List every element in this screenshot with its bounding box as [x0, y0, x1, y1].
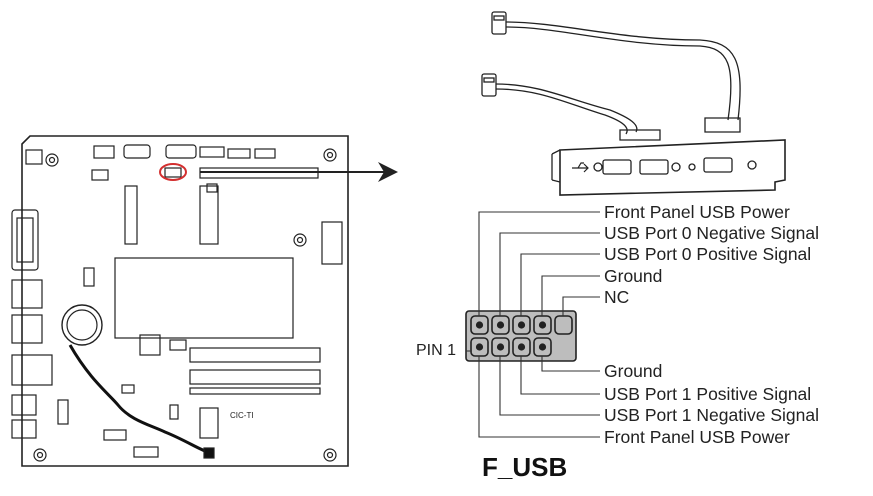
connector-title: F_USB: [482, 452, 568, 482]
label-top-1: Front Panel USB Power: [604, 202, 790, 222]
board-silk-text: CIC-TI: [230, 411, 254, 420]
f-usb-pin-header: [465, 310, 577, 362]
label-bottom-2: USB Port 1 Positive Signal: [604, 384, 812, 404]
label-top-2: USB Port 0 Negative Signal: [604, 223, 819, 243]
label-top-4: Ground: [604, 266, 663, 286]
label-bottom-3: USB Port 1 Negative Signal: [604, 405, 819, 425]
label-bottom-4: Front Panel USB Power: [604, 427, 790, 447]
leader-lines: [466, 211, 600, 438]
usb-bracket-cable: [481, 11, 786, 196]
pin-1-label: PIN 1: [416, 342, 457, 359]
label-bottom-1: Ground: [604, 361, 663, 381]
label-top-3: USB Port 0 Positive Signal: [604, 244, 812, 264]
motherboard: [11, 135, 349, 467]
pointer-arrow: [200, 162, 398, 182]
label-top-5: NC: [604, 287, 630, 307]
header-highlight: [159, 163, 187, 181]
